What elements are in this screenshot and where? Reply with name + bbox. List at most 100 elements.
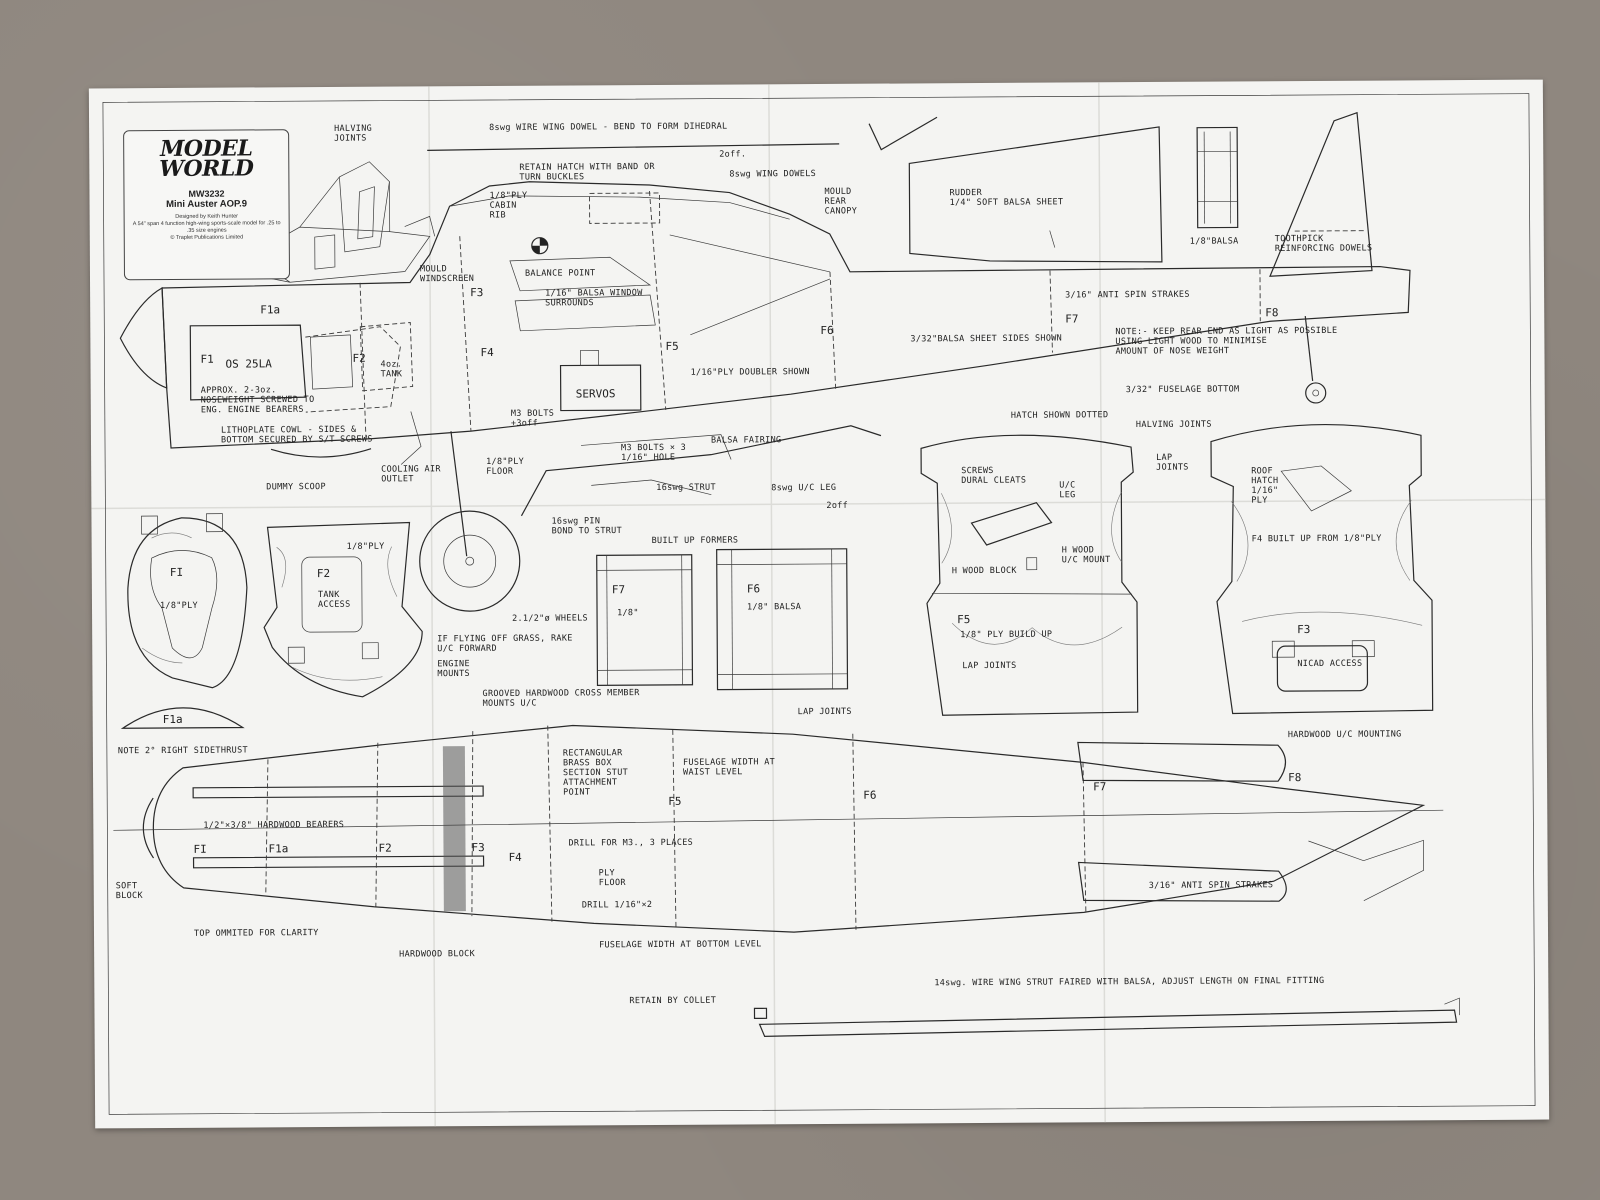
former-f2 (263, 521, 423, 698)
label-strut-16swg: 16swg STRUT (656, 483, 716, 493)
label-keep-rear-light: NOTE:- KEEP REAR END AS LIGHT AS POSSIBL… (1115, 326, 1337, 357)
label-fuselage-bottom-sheet: 3/32" FUSELAGE BOTTOM (1126, 384, 1240, 395)
label-f7-former: F7 (612, 583, 625, 596)
label-balance-point: BALANCE POINT (525, 268, 595, 278)
label-drill-116: DRILL 1/16"×2 (582, 900, 652, 910)
label-servos: SERVOS (576, 387, 616, 400)
former-f1 (127, 513, 248, 689)
label-ply-doubler: 1/16"PLY DOUBLER SHOWN (691, 367, 810, 378)
label-f1-side: F1 (200, 353, 213, 366)
label-plan-f7: F7 (1093, 780, 1106, 793)
label-f6-side: F6 (820, 324, 833, 337)
label-lap-joints-f5: LAP JOINTS (962, 661, 1016, 671)
label-f6-former: F6 (747, 582, 760, 595)
label-top-omitted: TOP OMMITED FOR CLARITY (194, 928, 319, 939)
label-dummy-scoop: DUMMY SCOOP (266, 482, 326, 492)
label-plan-f4: F4 (509, 851, 523, 864)
label-anti-spin-top: 3/16" ANTI SPIN STRAKES (1065, 290, 1190, 301)
label-lithoplate: LITHOPLATE COWL - SIDES &BOTTOM SECURED … (221, 425, 373, 446)
built-up-f7 (596, 554, 694, 686)
label-f5-former: F5 (957, 613, 970, 626)
label-retain-collet: RETAIN BY COLLET (629, 996, 716, 1007)
wire-wing-dowel (427, 116, 938, 151)
label-balsa-sides: 3/32"BALSA SHEET SIDES SHOWN (910, 334, 1062, 345)
wing-strut (753, 997, 1460, 1037)
label-f3-side: F3 (470, 286, 483, 299)
label-halving-joints-right: HALVING JOINTS (1136, 420, 1212, 430)
former-f4-f3 (1210, 423, 1434, 715)
built-up-f6 (716, 548, 849, 691)
former-f1a (120, 707, 245, 729)
label-f5-side: F5 (665, 340, 678, 353)
label-f1a-side: F1a (260, 303, 280, 316)
sheet-border (102, 93, 1536, 1115)
model-description: A 54" span 4 function high-wing sports-s… (132, 220, 281, 234)
label-hatch-dotted: HATCH SHOWN DOTTED (1011, 410, 1109, 421)
label-lap-joints-bottom: LAP JOINTS (798, 707, 852, 717)
label-hardwood-uc-mounting: HARDWOOD U/C MOUNTING (1288, 729, 1402, 740)
label-f8-side: F8 (1265, 306, 1278, 319)
label-hwood-block: H WOOD BLOCK (952, 566, 1018, 576)
label-plan-f1: FI (193, 843, 206, 856)
label-f1-ply: 1/8"PLY (160, 601, 198, 611)
label-wing-strut: 14swg. WIRE WING STRUT FAIRED WITH BALSA… (934, 976, 1324, 988)
model-name: Mini Auster AOP.9 (166, 198, 248, 210)
label-f7-balsa: 1/8" (617, 608, 639, 618)
label-f1-former: FI (170, 566, 183, 579)
balsa-strip-part (1196, 126, 1239, 229)
label-two-off-dowel: 2off. (719, 149, 746, 159)
label-balsa-fairing: BALSA FAIRING (711, 435, 781, 445)
label-bearers: 1/2"×3/8" HARDWOOD BEARERS (203, 820, 344, 831)
label-plan-f8: F8 (1288, 771, 1301, 784)
fuselage-side-view (119, 181, 1411, 465)
label-f1a-former: F1a (163, 713, 183, 726)
label-tank: 4oz.TANK (380, 360, 402, 380)
former-f5-cabin (920, 434, 1139, 716)
label-plan-f2: F2 (378, 842, 391, 855)
fin-outline (1269, 111, 1373, 277)
label-drill-m3: DRILL FOR M3., 3 PLACES (568, 838, 693, 849)
label-f6-balsa: 1/8" BALSA (747, 602, 801, 612)
rudder-outline (908, 126, 1163, 263)
label-plan-f5: F5 (668, 795, 681, 808)
label-plan-f1a: F1a (268, 842, 288, 855)
fuselage-plan-view (113, 724, 1444, 933)
label-f7-side: F7 (1065, 312, 1078, 325)
label-nicad-access: NICAD ACCESS (1297, 659, 1362, 669)
label-plan-f6: F6 (863, 789, 876, 802)
label-f2-ply: 1/8"PLY (347, 542, 385, 552)
label-f2-side: F2 (352, 352, 365, 365)
label-built-up-formers: BUILT UP FORMERS (652, 535, 739, 546)
brand-logo: MODEL WORLD (159, 135, 254, 183)
label-bottom-level: FUSELAGE WIDTH AT BOTTOM LEVEL (599, 939, 762, 950)
label-right-sidethrust: NOTE 2° RIGHT SIDETHRUST (118, 745, 248, 756)
label-engine: OS 25LA (225, 357, 272, 370)
uc-leg-wire (520, 425, 882, 517)
label-f5-build-up: 1/8" PLY BUILD UP (960, 630, 1052, 641)
